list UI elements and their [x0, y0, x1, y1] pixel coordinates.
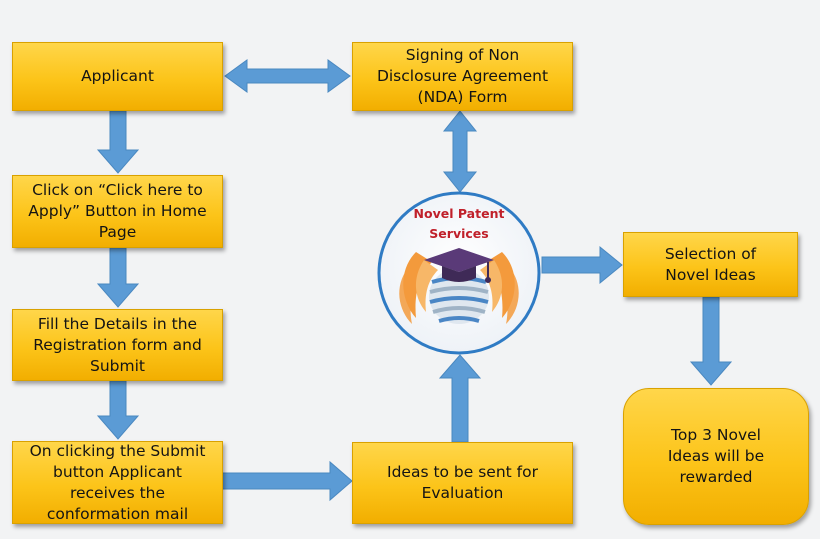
node-nda: Signing of Non Disclosure Agreement (NDA… — [352, 42, 573, 111]
arrow-logo-to-selection — [541, 245, 623, 285]
graduation-cap-globe-wings-icon — [377, 191, 541, 355]
node-top3-rewarded: Top 3 Novel Ideas will be rewarded — [623, 388, 809, 525]
arrow-selection-to-top3 — [689, 296, 733, 386]
arrow-applicant-to-click — [96, 110, 140, 174]
arrow-evaluation-to-logo — [438, 354, 482, 443]
node-applicant: Applicant — [12, 42, 223, 111]
arrow-applicant-nda — [224, 59, 351, 93]
arrow-click-to-fill — [96, 247, 140, 308]
arrow-submit-to-evaluation — [221, 460, 353, 502]
novel-patent-services-logo: Novel Patent Services — [376, 190, 542, 356]
node-fill-details: Fill the Details in the Registration for… — [12, 309, 223, 381]
arrow-nda-logo — [442, 110, 478, 193]
node-submit-mail: On clicking the Submit button Applicant … — [12, 441, 223, 524]
node-ideas-evaluation: Ideas to be sent for Evaluation — [352, 442, 573, 524]
arrow-fill-to-submit — [96, 380, 140, 440]
logo-title: Novel Patent Services — [413, 206, 505, 241]
node-selection: Selection of Novel Ideas — [623, 232, 798, 297]
node-click-apply: Click on “Click here to Apply” Button in… — [12, 175, 223, 248]
